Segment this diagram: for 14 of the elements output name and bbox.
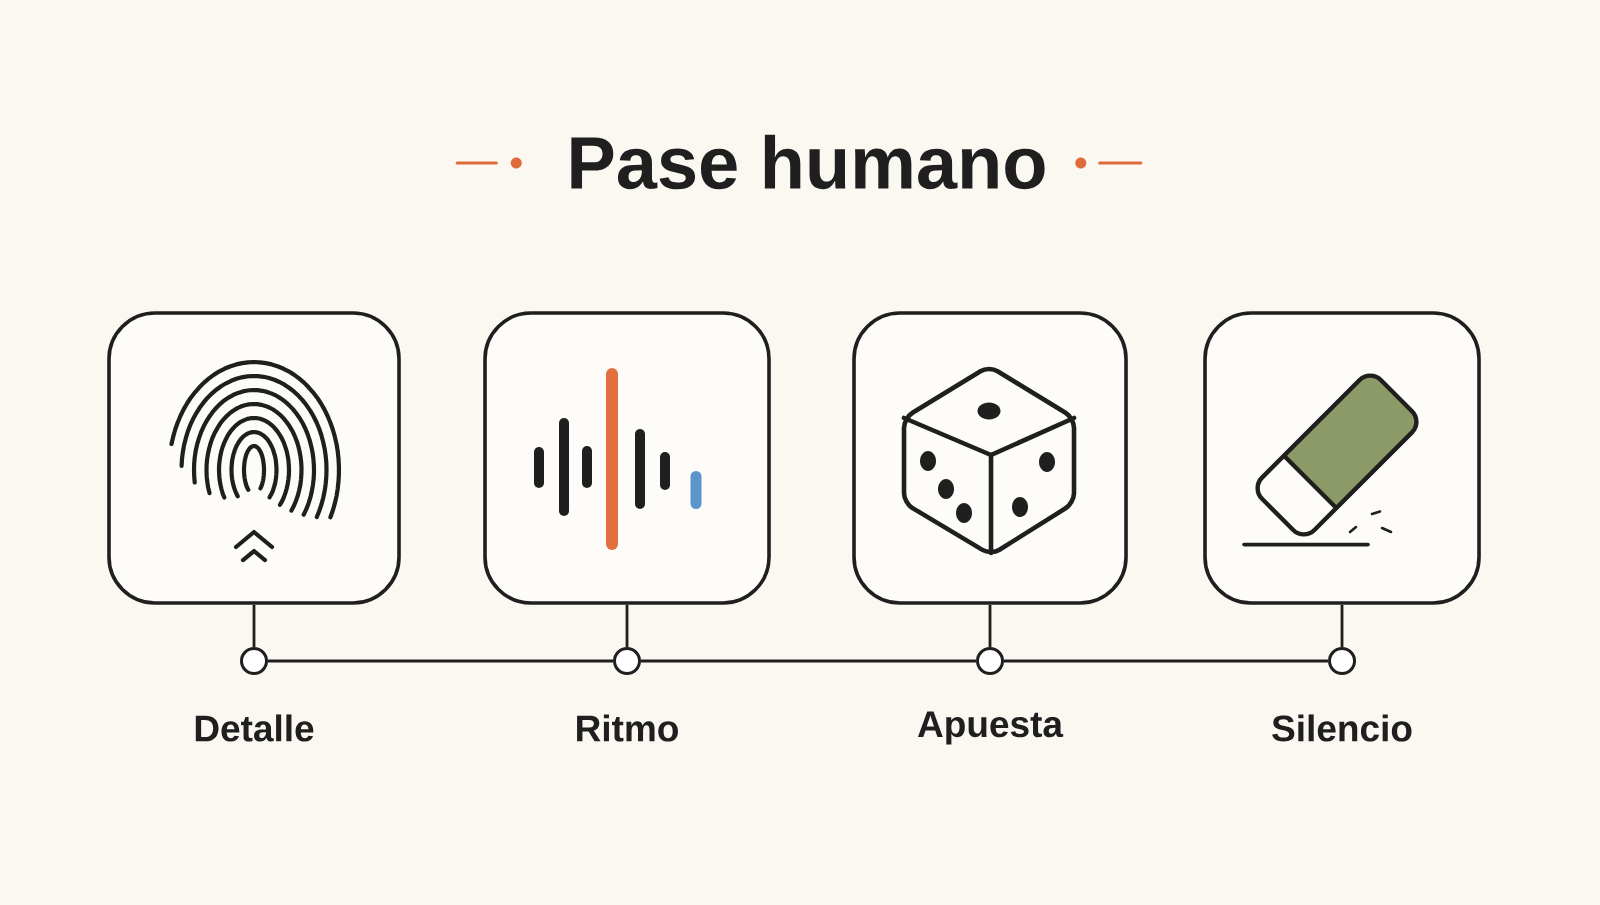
connector-line [268,659,613,663]
step-label: Apuesta [917,711,1064,745]
connector-line [625,604,629,647]
connector-line [1340,604,1344,647]
connector-line [641,659,976,663]
connector-line [1004,659,1328,663]
icon-card [483,311,771,605]
icon-card [107,311,401,605]
step-label: Detalle [195,714,314,742]
step-label: Ritmo [577,714,678,742]
step-label: Silencio [1272,714,1412,742]
connector-line [252,604,256,647]
title: Pase humano [571,134,1045,190]
connector-line [988,604,992,647]
